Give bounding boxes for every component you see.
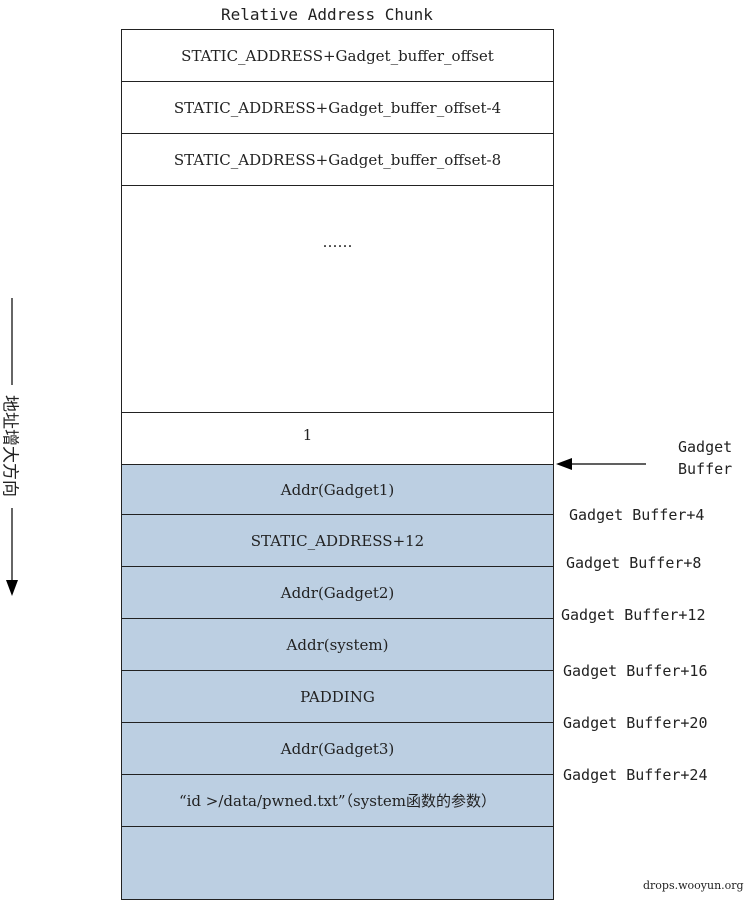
memory-row: STATIC_ADDRESS+12 xyxy=(121,514,554,567)
direction-arrowhead xyxy=(6,580,18,596)
offset-label: Gadget Buffer+4 xyxy=(569,506,705,524)
chunk-title: Relative Address Chunk xyxy=(221,5,433,24)
offset-label: Gadget Buffer+24 xyxy=(563,766,708,784)
direction-label: 地址增大方向 xyxy=(0,395,20,497)
offset-label: Gadget Buffer+20 xyxy=(563,714,708,732)
memory-row: Addr(system) xyxy=(121,618,554,671)
memory-row: Addr(Gadget1) xyxy=(121,464,554,515)
memory-row: “id >/data/pwned.txt”（system函数的参数） xyxy=(121,774,554,827)
pointer-arrowhead xyxy=(556,458,572,470)
watermark: drops.wooyun.org xyxy=(643,879,744,892)
memory-row: Addr(Gadget2) xyxy=(121,566,554,619)
memory-row: PADDING xyxy=(121,670,554,723)
offset-label: Gadget Buffer+12 xyxy=(561,606,706,624)
offset-label: Gadget Buffer+16 xyxy=(563,662,708,680)
gadget-buffer-pointer-label: Gadget Buffer xyxy=(678,438,733,478)
memory-row: Addr(Gadget3) xyxy=(121,722,554,775)
offset-label: Gadget Buffer+8 xyxy=(566,554,702,572)
